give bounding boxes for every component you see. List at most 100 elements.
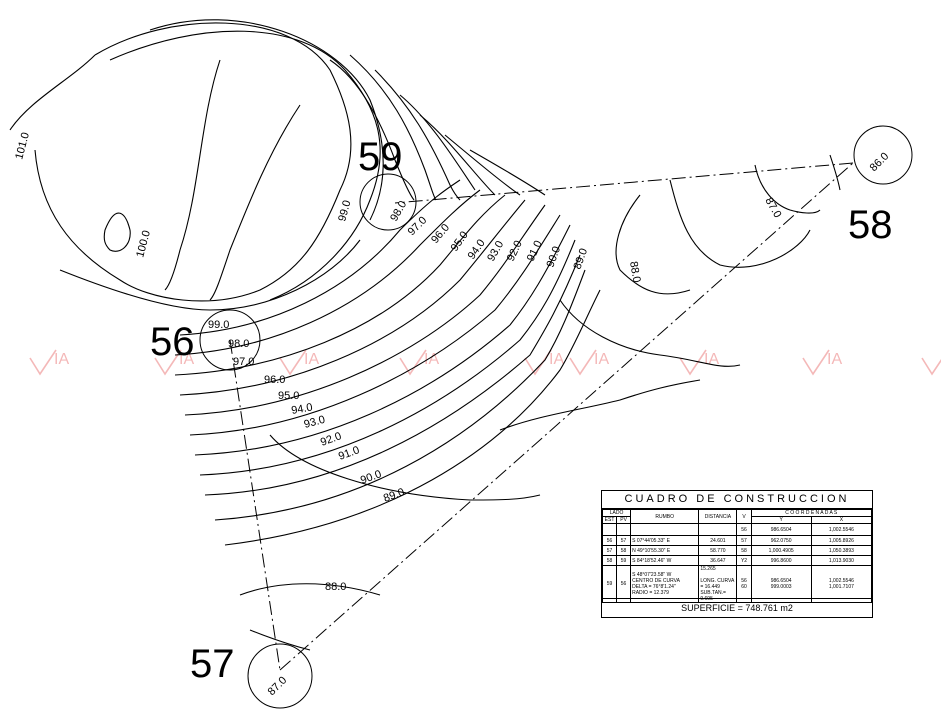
contour-95 [174, 194, 506, 376]
cell-x: 1,013.9030 [810, 555, 873, 566]
elev-label: 93.0 [485, 239, 506, 264]
station-label-59: 59 [358, 135, 403, 179]
cell-y: 986.6504 999.0003 [750, 565, 812, 603]
elev-label: 100.0 [134, 229, 153, 259]
header-pv: PV [616, 516, 632, 524]
cell-y: 986.6504 [750, 523, 812, 536]
cell-x: 1,002.5546 [810, 523, 873, 536]
cell-est: 57 [601, 545, 618, 556]
elev-label: 89.0 [572, 247, 591, 271]
vertex-markers [199, 125, 913, 709]
cell-v: 58 [736, 545, 752, 556]
elev-label: 92.0 [505, 239, 525, 263]
cell-rumbo: S 07°44'05.33" E [630, 535, 700, 546]
cell-y: 1,000.4905 [750, 545, 812, 556]
watermark-text: IA [827, 351, 842, 368]
elev-label: 98.0 [388, 199, 409, 224]
contour-88 [239, 583, 381, 596]
cell-pv: 56 [616, 565, 632, 603]
elev-label: 97.0 [233, 356, 254, 368]
cell-v: 56 [736, 523, 752, 536]
cell-v: 56 60 [736, 565, 752, 603]
cell-x: 1,005.8926 [810, 535, 873, 546]
cell-pv: 57 [616, 535, 632, 546]
elev-label: 87.0 [266, 674, 290, 698]
elev-label: 87.0 [762, 196, 783, 221]
cell-x: 1,050.3893 [810, 545, 873, 556]
vertex-circle-59 [359, 173, 417, 231]
elev-label: 86.0 [868, 150, 892, 174]
watermark-logo: IA [279, 349, 319, 376]
cell-rumbo: N 49°10'55.30" E [630, 545, 700, 556]
elev-label: 90.0 [359, 468, 383, 487]
header-distancia: DISTANCIA [698, 509, 738, 524]
table-title: CUADRO DE CONSTRUCCION [602, 491, 872, 509]
elev-label: 99.0 [336, 199, 353, 223]
cell-x: 1,002.5546 1,001.7107 [810, 565, 873, 603]
cell-v: Y2 [736, 555, 752, 566]
boundary-57-58 [279, 162, 854, 671]
watermark-logo: IA [399, 349, 439, 376]
watermark-logo: IA [154, 349, 194, 376]
vertex-circle-56 [199, 309, 261, 371]
watermark-text: IA [304, 351, 319, 368]
elev-label: 91.0 [525, 239, 545, 263]
watermark-logo: IA [802, 349, 842, 376]
cell-distancia: 24.601 [698, 535, 738, 546]
station-labels: 59 58 56 57 [150, 135, 893, 686]
boundary-56-57 [229, 339, 281, 671]
cell-v: 57 [736, 535, 752, 546]
header-lado: LADO [601, 509, 632, 517]
watermark-text: IA [594, 351, 609, 368]
cell-y: 996.8600 [750, 555, 812, 566]
elev-label: 93.0 [303, 414, 327, 431]
surface-area: SUPERFICIE = 748.761 m2 [602, 598, 872, 617]
table-header-row: LADO RUMBO DISTANCIA V C O O R D E N A D… [601, 509, 873, 524]
watermark-logo: IA [569, 349, 609, 376]
contour-100 [103, 212, 131, 252]
cell-distancia: 15.265 LONG. CURVA = 16.449 SUB.TAN.= 9.… [698, 565, 738, 603]
construction-table-grid: LADO RUMBO DISTANCIA V C O O R D E N A D… [601, 509, 873, 603]
elev-label: 88.0 [325, 581, 346, 593]
table-row: 58 59 S 84°18'52.46" W 36.647 Y2 996.860… [601, 555, 873, 566]
header-y: Y [750, 516, 812, 524]
cell-pv: 59 [616, 555, 632, 566]
watermark-text: IA [179, 351, 194, 368]
elev-label: 99.0 [208, 319, 229, 331]
watermark-logo [921, 357, 941, 376]
property-boundary [229, 162, 854, 671]
elev-label: 92.0 [319, 430, 343, 449]
contour-lines [9, 19, 841, 651]
cell-est: 56 [601, 535, 618, 546]
elev-label: 90.0 [545, 245, 564, 269]
elev-label: 101.0 [13, 131, 32, 161]
station-label-57: 57 [190, 642, 235, 686]
cell-est: 58 [601, 555, 618, 566]
station-label-58: 58 [848, 203, 893, 247]
table-row: 56 986.6504 1,002.5546 [601, 523, 873, 536]
watermark-logo: IA [29, 349, 69, 376]
cell-rumbo: S 84°18'52.46" W [630, 555, 700, 566]
header-est: EST [601, 516, 618, 524]
header-coordenadas: C O O R D E N A D A S [750, 509, 873, 517]
vertex-circle-57 [247, 643, 313, 709]
elev-label: 98.0 [228, 338, 249, 350]
elev-label: 96.0 [429, 222, 452, 246]
cell-distancia: 58.770 [698, 545, 738, 556]
cell-distancia: 36.647 [698, 555, 738, 566]
header-v: V [736, 509, 752, 524]
contour-96 [174, 189, 481, 356]
table-row: 56 57 S 07°44'05.33" E 24.601 57 962.075… [601, 535, 873, 546]
elev-label: 97.0 [406, 214, 430, 238]
table-row: 59 56 S 48°07'23.58" W CENTRO DE CURVA D… [601, 565, 873, 603]
table-row: 57 58 N 49°10'55.30" E 58.770 58 1,000.4… [601, 545, 873, 556]
watermark-row: IA IA IA IA IA IA IA IA [29, 349, 941, 376]
watermark-text: IA [54, 351, 69, 368]
header-rumbo: RUMBO [630, 509, 700, 524]
construction-table: CUADRO DE CONSTRUCCION LADO RUMBO DISTAN… [601, 490, 873, 618]
contour-101 [9, 54, 96, 131]
elev-label: 94.0 [290, 401, 313, 417]
elev-label: 95.0 [278, 390, 299, 402]
boundary-58-59 [394, 162, 854, 204]
